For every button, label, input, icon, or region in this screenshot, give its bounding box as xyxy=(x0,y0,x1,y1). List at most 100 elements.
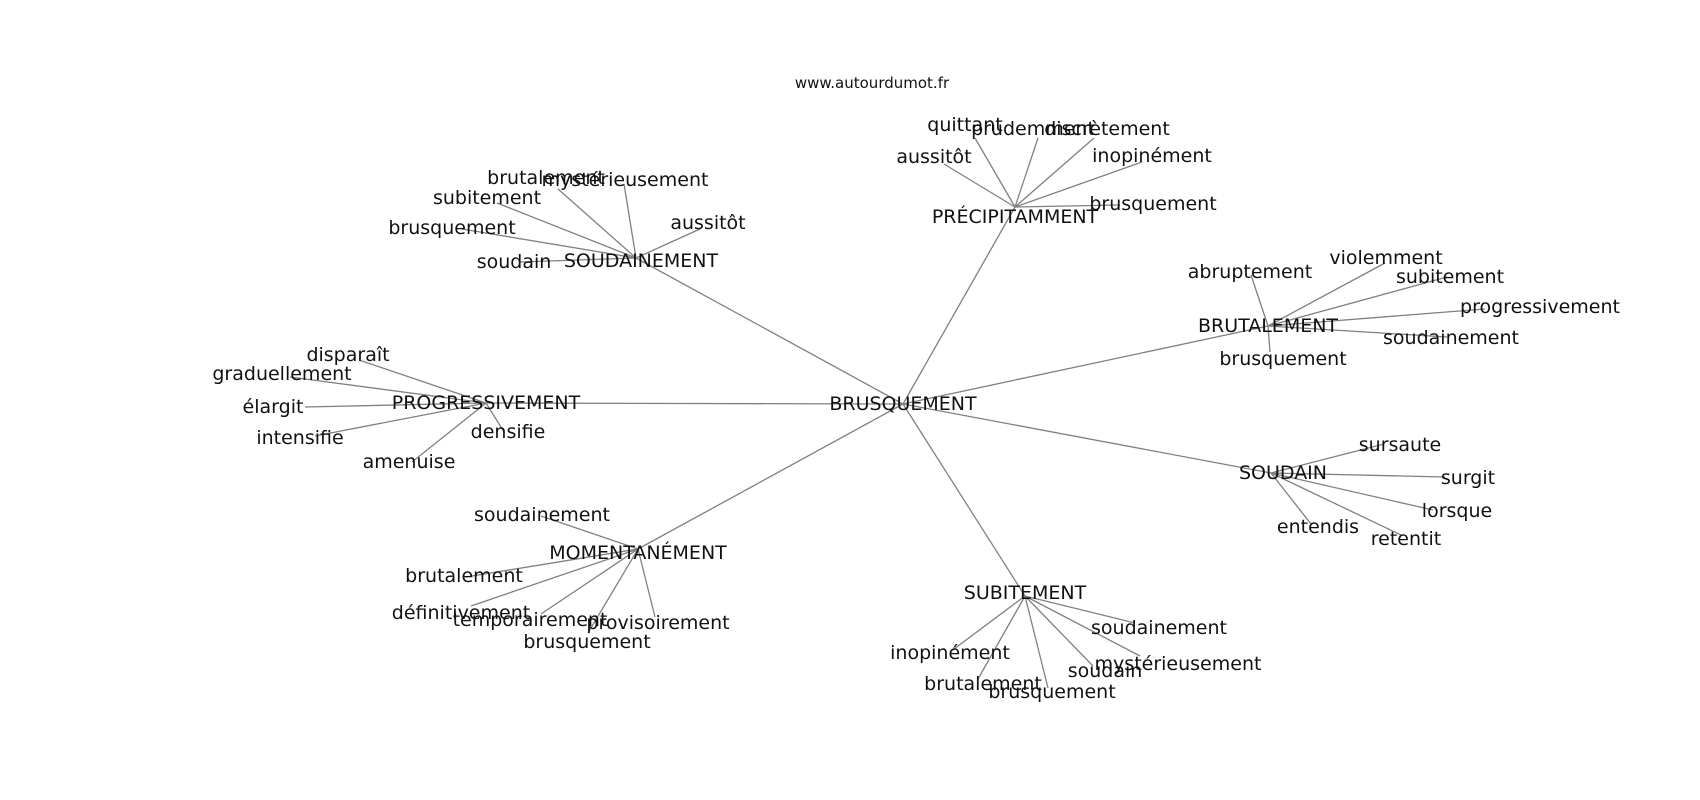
edge-hub-to-leaf xyxy=(1014,137,1095,208)
edge-hub-to-leaf xyxy=(485,402,505,433)
leaf-node-label: inopinément xyxy=(890,642,1010,664)
edge-hub-to-leaf xyxy=(557,188,637,259)
leaf-node-label: temporairement xyxy=(453,609,608,631)
edge-hub-to-leaf xyxy=(314,402,487,437)
leaf-node-label: mystérieusement xyxy=(542,169,709,191)
edge-hub-to-leaf xyxy=(977,595,1026,680)
graph-edges xyxy=(289,137,1486,689)
leaf-node-label: abruptement xyxy=(1188,261,1312,283)
edge-center-to-hub xyxy=(902,325,1269,405)
edge-hub-to-leaf xyxy=(461,228,637,259)
leaf-node-label: retentit xyxy=(1371,528,1441,550)
leaf-node-label: discrètement xyxy=(1044,118,1170,140)
edge-hub-to-leaf xyxy=(1024,595,1049,689)
edge-hub-to-leaf xyxy=(1024,595,1136,624)
edge-hub-to-leaf xyxy=(623,183,637,259)
hub-node-label: SOUDAINEMENT xyxy=(564,250,719,272)
leaf-node-label: subitement xyxy=(1396,266,1504,288)
leaf-node-label: aussitôt xyxy=(670,212,745,234)
edge-hub-to-leaf xyxy=(587,548,639,634)
edge-hub-to-leaf xyxy=(1270,472,1446,478)
edge-hub-to-leaf xyxy=(1270,472,1312,525)
edge-hub-to-leaf xyxy=(1267,325,1271,353)
edge-hub-to-leaf xyxy=(1014,137,1039,208)
edge-hub-to-leaf xyxy=(304,402,487,408)
leaf-node-label: soudain xyxy=(477,251,552,273)
leaf-node-label: brusquement xyxy=(988,681,1115,703)
leaf-node-label: intensifie xyxy=(256,427,343,449)
edge-hub-to-leaf xyxy=(1014,204,1121,208)
edge-hub-to-leaf xyxy=(637,548,656,618)
leaf-node-label: mystérieusement xyxy=(1095,653,1262,675)
leaf-node-label: graduellement xyxy=(212,363,351,385)
leaf-node-label: brusquement xyxy=(1089,193,1216,215)
leaf-node-label: inopinément xyxy=(1092,145,1212,167)
leaf-node-label: brusquement xyxy=(1219,348,1346,370)
edge-hub-to-leaf xyxy=(1014,161,1143,208)
leaf-node-label: densifie xyxy=(471,421,546,443)
edge-center-to-hub xyxy=(637,403,904,550)
leaf-node-label: progressivement xyxy=(1460,296,1620,318)
leaf-node-label: lorsque xyxy=(1422,500,1492,522)
leaf-node-label: soudain xyxy=(1068,660,1143,682)
edge-hub-to-leaf xyxy=(411,402,487,463)
leaf-node-label: aussitôt xyxy=(896,146,971,168)
leaf-node-label: brusquement xyxy=(523,631,650,653)
edge-hub-to-leaf xyxy=(540,515,639,550)
edge-hub-to-leaf xyxy=(1024,595,1094,667)
edge-hub-to-leaf xyxy=(943,163,1016,208)
leaf-node-label: surgit xyxy=(1441,467,1495,489)
edge-center-to-hub xyxy=(902,403,1026,597)
leaf-node-label: prudemment xyxy=(971,118,1095,140)
edge-hub-to-leaf xyxy=(540,548,639,615)
edge-hub-to-leaf xyxy=(1267,262,1386,327)
edge-hub-to-leaf xyxy=(470,548,639,607)
hub-node-label: BRUTALEMENT xyxy=(1198,315,1338,337)
edge-hub-to-leaf xyxy=(974,137,1016,208)
edge-hub-to-leaf xyxy=(635,228,701,259)
edge-center-to-hub xyxy=(485,402,904,405)
leaf-node-label: brutalement xyxy=(405,565,523,587)
leaf-node-label: sursaute xyxy=(1359,434,1441,456)
leaf-node-label: soudainement xyxy=(1383,327,1519,349)
edge-hub-to-leaf xyxy=(289,376,487,404)
edge-center-to-hub xyxy=(902,403,1272,474)
leaf-node-label: soudainement xyxy=(1091,617,1227,639)
leaf-node-label: entendis xyxy=(1277,516,1359,538)
edge-center-to-hub xyxy=(635,257,904,405)
leaf-node-label: amenuise xyxy=(363,451,456,473)
leaf-node-label: disparaît xyxy=(306,344,389,366)
leaf-node-label: brutalement xyxy=(924,673,1042,695)
graph-labels: www.autourdumot.fr quittantprudemmentdis… xyxy=(212,74,1620,703)
edge-hub-to-leaf xyxy=(358,359,487,404)
edge-hub-to-leaf xyxy=(1270,472,1434,511)
edge-hub-to-leaf xyxy=(1267,276,1448,327)
leaf-node-label: brusquement xyxy=(388,217,515,239)
edge-hub-to-leaf xyxy=(1024,595,1141,657)
edge-hub-to-leaf xyxy=(1270,472,1402,536)
edge-hub-to-leaf xyxy=(1267,325,1448,338)
edge-hub-to-leaf xyxy=(949,595,1026,653)
center-node-label: BRUSQUEMENT xyxy=(829,393,977,415)
leaf-node-label: quittant xyxy=(927,114,1002,136)
edge-center-to-hub xyxy=(902,206,1016,405)
hub-node-label: SOUDAIN xyxy=(1239,462,1327,484)
edge-hub-to-leaf xyxy=(1250,274,1269,327)
hub-node-label: PROGRESSIVEMENT xyxy=(392,392,581,414)
edge-hub-to-leaf xyxy=(519,257,637,263)
leaf-node-label: violemment xyxy=(1329,247,1442,269)
edge-hub-to-leaf xyxy=(496,202,637,259)
source-url: www.autourdumot.fr xyxy=(795,74,950,92)
edge-hub-to-leaf xyxy=(465,548,639,578)
leaf-node-label: définitivement xyxy=(392,602,530,624)
edge-hub-to-leaf xyxy=(1267,308,1486,327)
leaf-node-label: provisoirement xyxy=(586,612,729,634)
hub-node-label: PRÉCIPITAMMENT xyxy=(932,205,1099,228)
hub-node-label: SUBITEMENT xyxy=(964,582,1087,604)
edge-hub-to-leaf xyxy=(1270,443,1385,474)
hub-node-label: MOMENTANÉMENT xyxy=(549,541,727,564)
leaf-node-label: subitement xyxy=(433,187,541,209)
leaf-node-label: élargit xyxy=(243,396,304,418)
leaf-node-label: brutalement xyxy=(487,167,605,189)
